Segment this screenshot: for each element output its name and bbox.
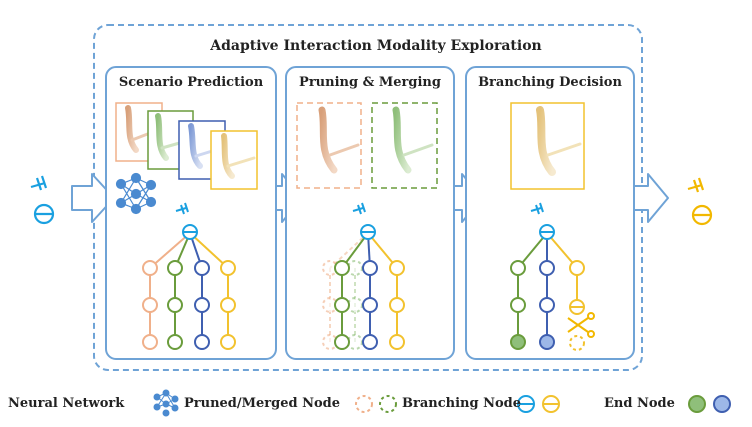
panel-title-pruning-merging: Pruning & Merging [299, 75, 441, 90]
tree-scenario-prediction [142, 224, 236, 350]
legend-pruned-merged-label: Pruned/Merged Node [184, 396, 341, 411]
branching-node [539, 224, 555, 240]
legend-end-node [688, 395, 731, 413]
page-title: Adaptive Interaction Modality Exploratio… [210, 38, 542, 54]
scissors-icon [567, 312, 595, 338]
legend-neural-network-icon [153, 389, 179, 417]
tree-pruning-merging [322, 224, 405, 350]
traffic-agent-icon [352, 202, 366, 215]
legend-end-node-label: End Node [604, 396, 675, 411]
branching-node [360, 224, 376, 240]
decided-scenario-image-yellow [510, 102, 585, 190]
panel-title-branching-decision: Branching Decision [478, 75, 622, 90]
branching-node [182, 224, 198, 240]
legend-pruned-merged-node [355, 395, 397, 413]
input-agent-icon [30, 175, 55, 225]
pruned-scenario-image-orange [296, 102, 362, 189]
legend-neural-network-label: Neural Network [8, 396, 125, 411]
output-agent-icon [687, 177, 713, 226]
traffic-agent-icon [175, 202, 189, 215]
scenario-image-yellow [210, 130, 258, 190]
panel-branching-decision [465, 66, 635, 360]
legend-branching-node [517, 395, 560, 413]
legend-branching-label: Branching Node [402, 396, 521, 411]
tree-branching-decision [510, 224, 595, 351]
neural-network-icon [115, 172, 157, 215]
merged-scenario-image-green [371, 102, 438, 189]
traffic-agent-icon [530, 202, 544, 215]
panel-title-scenario-prediction: Scenario Prediction [118, 75, 264, 90]
